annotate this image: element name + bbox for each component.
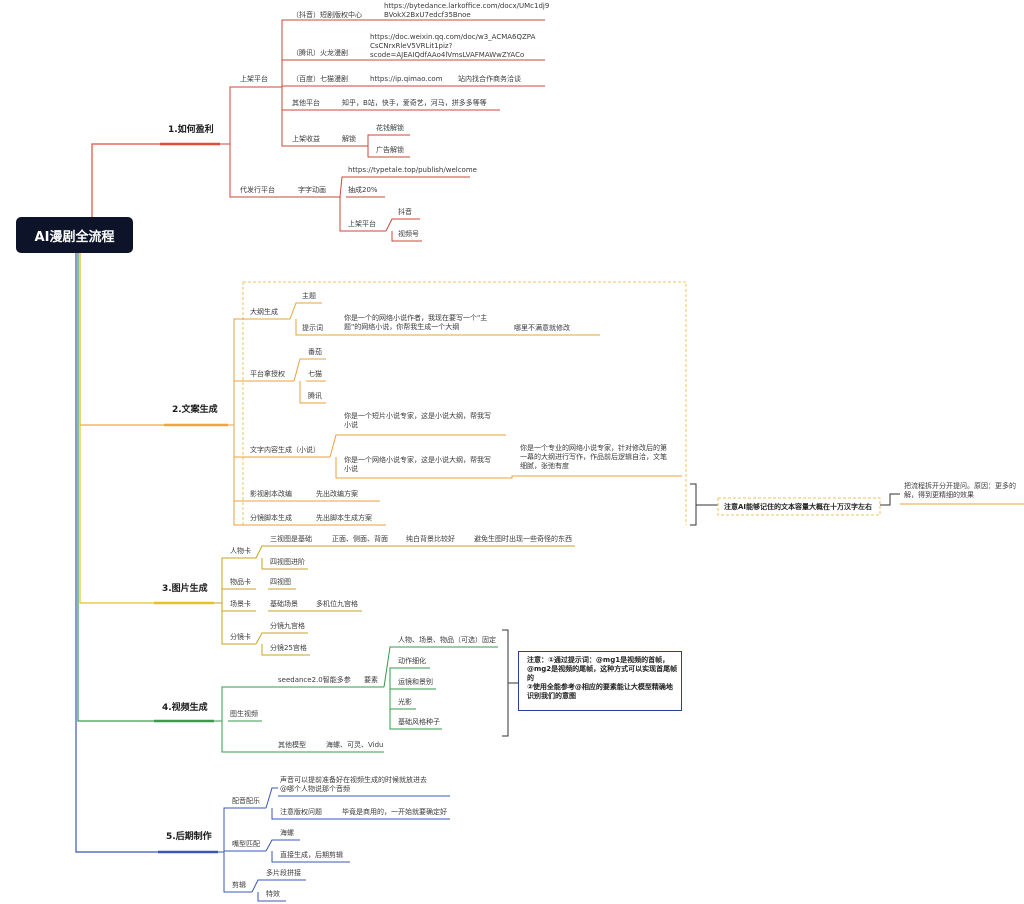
- node-other-models-list[interactable]: 海螺、可灵、Vidu: [326, 741, 384, 749]
- node-baidu[interactable]: （百度）七猫漫剧: [292, 75, 348, 83]
- node-outline[interactable]: 大纲生成: [250, 308, 278, 316]
- node-hailuo[interactable]: 海螺: [280, 829, 294, 837]
- section-profit-title[interactable]: 1.如何盈利: [168, 125, 214, 135]
- node-multi-clip[interactable]: 多片段拼接: [266, 869, 301, 877]
- node-paid-unlock[interactable]: 花钱解锁: [376, 124, 404, 132]
- node-item-card[interactable]: 物品卡: [230, 578, 251, 586]
- node-shelf-income[interactable]: 上架收益: [292, 135, 320, 143]
- node-fanqie[interactable]: 番茄: [308, 348, 322, 356]
- node-content-prompt-3[interactable]: 你是一个专业的网络小说专家，针对修改后的第 一幕的大纲进行写作，作品前后逻辑自洽…: [520, 444, 667, 470]
- node-zizi[interactable]: 字字动画: [298, 186, 326, 194]
- node-adapt[interactable]: 影视剧本改编: [250, 490, 292, 498]
- node-storyboard[interactable]: 分镜脚本生成: [250, 514, 292, 522]
- node-douyin-url[interactable]: https://bytedance.larkoffice.com/docx/UM…: [384, 2, 550, 19]
- node-elem-camera[interactable]: 运镜和景别: [398, 678, 433, 686]
- section-text-title[interactable]: 2.文案生成: [172, 405, 218, 415]
- section-video-title[interactable]: 4.视频生成: [162, 703, 208, 713]
- node-prompt[interactable]: 提示词: [302, 324, 323, 332]
- node-ad-unlock[interactable]: 广告解锁: [376, 146, 404, 154]
- node-copyright[interactable]: 注意版权问题: [280, 808, 322, 816]
- node-prompt-text[interactable]: 你是一个的网络小说作者，我现在要写一个"主 题"的网络小说，你帮我生成一个大纲: [344, 314, 488, 331]
- node-multi-cam-grid[interactable]: 多机位九宫格: [316, 600, 358, 608]
- node-dubbing-note[interactable]: 声音可以提前准备好在视频生成的时候就放进去 @哪个人物说那个音频: [280, 776, 427, 793]
- node-prompt-note[interactable]: 哪里不满意就修改: [514, 324, 570, 332]
- node-white-bg[interactable]: 纯白背景比较好: [406, 535, 455, 543]
- node-character-card[interactable]: 人物卡: [230, 547, 251, 555]
- node-content-prompt-2[interactable]: 你是一个网络小说专家，这是小说大纲，帮我写 小说: [344, 456, 491, 473]
- node-other-platform-list[interactable]: 知乎，B站，快手，爱奇艺，河马，拼多多等等: [342, 99, 487, 107]
- node-split-note[interactable]: 把流程拆开分开提问。原因：更多的 解，得到更精细的效果: [904, 482, 1016, 499]
- node-scene-card[interactable]: 场景卡: [230, 600, 251, 608]
- node-shelf-platform-2[interactable]: 上架平台: [348, 220, 376, 228]
- node-qimao[interactable]: 七猫: [308, 370, 322, 378]
- node-lip-sync[interactable]: 嘴型匹配: [232, 840, 260, 848]
- node-video-note[interactable]: 注意：①通过提示词：@mg1是视频的首帧， @mg2是视频的尾帧，这种方式可以实…: [527, 656, 678, 700]
- node-douyin-copyright[interactable]: （抖音）短剧版权中心: [292, 11, 362, 19]
- node-theme[interactable]: 主题: [302, 292, 316, 300]
- node-item-four-view[interactable]: 四视图: [270, 578, 291, 586]
- node-dubbing[interactable]: 配音配乐: [232, 797, 260, 805]
- root-node[interactable]: AI漫剧全流程: [16, 217, 133, 253]
- node-memory-note[interactable]: 注意AI能够记住的文本容量大概在十万汉字左右: [724, 503, 873, 511]
- node-platform-auth[interactable]: 平台拿授权: [250, 370, 285, 378]
- node-editing[interactable]: 剪辑: [232, 881, 246, 889]
- node-shot-card[interactable]: 分镜卡: [230, 633, 251, 641]
- node-baidu-note[interactable]: 站内找合作商务洽谈: [458, 75, 521, 83]
- node-adapt-plan[interactable]: 先出改编方案: [316, 490, 358, 498]
- node-zizi-url[interactable]: https://typetale.top/publish/welcome: [348, 166, 477, 174]
- node-elements[interactable]: 要素: [364, 676, 378, 684]
- node-other-models[interactable]: 其他模型: [278, 741, 306, 749]
- node-elem-action[interactable]: 动作细化: [398, 657, 426, 665]
- node-views[interactable]: 正面、侧面、背面: [332, 535, 388, 543]
- node-shelf-platform[interactable]: 上架平台: [240, 75, 268, 83]
- node-content-prompt-1[interactable]: 你是一个短片小说专家，这是小说大纲，帮我写 小说: [344, 412, 491, 429]
- node-elem-light[interactable]: 光影: [398, 698, 412, 706]
- node-four-view-adv[interactable]: 四视图进阶: [270, 558, 305, 566]
- node-other-platform[interactable]: 其他平台: [292, 99, 320, 107]
- node-unlock[interactable]: 解锁: [342, 135, 356, 143]
- node-avoid-odd[interactable]: 避免生图时出现一些奇怪的东西: [474, 535, 572, 543]
- node-three-view[interactable]: 三视图是基础: [270, 535, 312, 543]
- node-effects[interactable]: 特效: [266, 890, 280, 898]
- node-basic-scene[interactable]: 基础场景: [270, 600, 298, 608]
- node-cut[interactable]: 抽成20%: [348, 186, 378, 194]
- section-image-title[interactable]: 3.图片生成: [162, 584, 208, 594]
- node-agent-platform[interactable]: 代发行平台: [240, 186, 275, 194]
- node-shot-9[interactable]: 分镜九宫格: [270, 622, 305, 630]
- node-content-gen[interactable]: 文字内容生成（小说）: [250, 446, 320, 454]
- node-tencent[interactable]: （腾讯）火龙漫剧: [292, 49, 348, 57]
- node-baidu-url[interactable]: https://ip.qimao.com: [370, 75, 443, 83]
- node-tencent-auth[interactable]: 腾讯: [308, 392, 322, 400]
- note-box-video: [518, 651, 682, 711]
- section-post-title[interactable]: 5.后期制作: [166, 832, 212, 842]
- node-shipinhao[interactable]: 视频号: [398, 230, 419, 238]
- node-seedance[interactable]: seedance2.0智能多参: [278, 676, 351, 684]
- node-douyin[interactable]: 抖音: [398, 208, 412, 216]
- node-tencent-url[interactable]: https://doc.weixin.qq.com/doc/w3_ACMA6QZ…: [370, 33, 536, 59]
- node-storyboard-plan[interactable]: 先出脚本生成方案: [316, 514, 372, 522]
- node-image-to-video[interactable]: 图生视频: [230, 710, 258, 718]
- node-shot-25[interactable]: 分镜25宫格: [270, 644, 307, 652]
- node-copyright-note[interactable]: 毕竟是商用的，一开始就要确定好: [342, 808, 447, 816]
- node-elem-fixed[interactable]: 人物、场景、物品（可选）固定: [398, 636, 496, 644]
- node-elem-style[interactable]: 基础风格种子: [398, 718, 440, 726]
- node-direct-gen[interactable]: 直接生成，后期剪辑: [280, 851, 343, 859]
